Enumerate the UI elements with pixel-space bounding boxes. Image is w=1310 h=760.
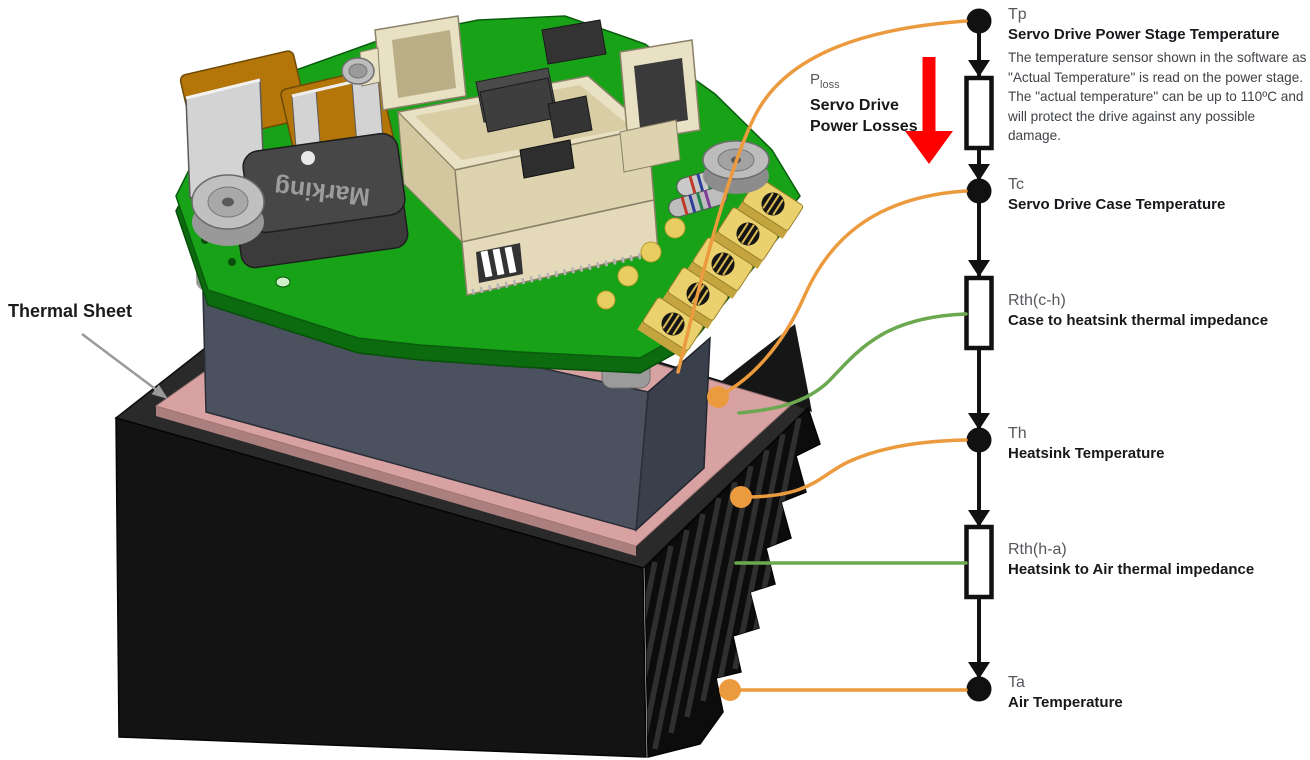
resistor-symbol-junction bbox=[964, 75, 994, 151]
ta-symbol: Ta bbox=[1008, 674, 1025, 691]
leader-rth-ch bbox=[737, 312, 968, 415]
tp-symbol: Tp bbox=[1008, 6, 1027, 23]
th-symbol: Th bbox=[1008, 425, 1027, 442]
thermal-sheet-label: Thermal Sheet bbox=[8, 301, 133, 321]
node-ta bbox=[966, 676, 992, 702]
leader-tp bbox=[676, 19, 968, 374]
ploss-p: P bbox=[810, 71, 821, 88]
anchor-dot-air bbox=[719, 679, 741, 701]
th-title: Heatsink Temperature bbox=[1008, 445, 1165, 462]
resistor-2 bbox=[668, 186, 728, 218]
power-loss-line1: Servo Drive bbox=[810, 97, 899, 114]
power-loss-label-group: Ploss Servo Drive Power Losses bbox=[810, 70, 918, 137]
rth-ch-symbol: Rth(c-h) bbox=[1008, 292, 1066, 309]
tc-title: Servo Drive Case Temperature bbox=[1008, 196, 1226, 213]
anchor-dot-heatsink bbox=[730, 486, 752, 508]
connector-slot bbox=[519, 139, 575, 179]
tp-description: The temperature sensor shown in the soft… bbox=[1008, 50, 1307, 143]
tc-label-group: Tc Servo Drive Case Temperature bbox=[1008, 174, 1308, 215]
thermal-sheet-edge bbox=[156, 406, 636, 556]
resistor-symbol-case-heatsink bbox=[964, 275, 994, 351]
tc-symbol: Tc bbox=[1008, 176, 1024, 193]
connector-tall bbox=[359, 15, 467, 111]
power-loss-line2: Power Losses bbox=[810, 118, 918, 135]
rth-ha-symbol: Rth(h-a) bbox=[1008, 541, 1067, 558]
tp-label-group: Tp Servo Drive Power Stage Temperature T… bbox=[1008, 4, 1308, 146]
node-tc bbox=[966, 178, 992, 204]
rth-ch-title: Case to heatsink thermal impedance bbox=[1008, 312, 1269, 329]
screw-left bbox=[191, 174, 265, 246]
power-loss-arrow bbox=[905, 57, 953, 164]
leader-lines bbox=[676, 19, 968, 701]
thermal-sheet-arrow bbox=[81, 333, 168, 399]
thermal-circuit bbox=[964, 8, 994, 702]
screw-right bbox=[702, 140, 770, 194]
leader-th bbox=[743, 438, 968, 499]
anchor-dot-case bbox=[707, 386, 729, 408]
th-label-group: Th Heatsink Temperature bbox=[1008, 423, 1308, 464]
node-th bbox=[966, 427, 992, 453]
node-tp bbox=[966, 8, 992, 34]
ta-title: Air Temperature bbox=[1008, 694, 1123, 711]
connector-right bbox=[619, 39, 701, 173]
rth-ch-label-group: Rth(c-h) Case to heatsink thermal impeda… bbox=[1008, 290, 1308, 331]
rth-ha-title: Heatsink to Air thermal impedance bbox=[1008, 561, 1255, 578]
resistor-symbol-heatsink-air bbox=[964, 524, 994, 600]
pcb-via bbox=[275, 276, 291, 288]
ta-label-group: Ta Air Temperature bbox=[1008, 672, 1308, 713]
inductor-dot bbox=[301, 151, 315, 165]
leader-tc bbox=[720, 189, 968, 396]
heatsink-front-face bbox=[115, 417, 647, 758]
solder-domes bbox=[596, 217, 686, 310]
ploss-sub: loss bbox=[820, 79, 840, 91]
power-loss-symbol: Ploss bbox=[810, 70, 918, 95]
ic-chips bbox=[475, 19, 607, 139]
screw-top bbox=[341, 57, 375, 85]
tp-title: Servo Drive Power Stage Temperature bbox=[1008, 26, 1280, 43]
rth-ha-label-group: Rth(h-a) Heatsink to Air thermal impedan… bbox=[1008, 539, 1308, 580]
